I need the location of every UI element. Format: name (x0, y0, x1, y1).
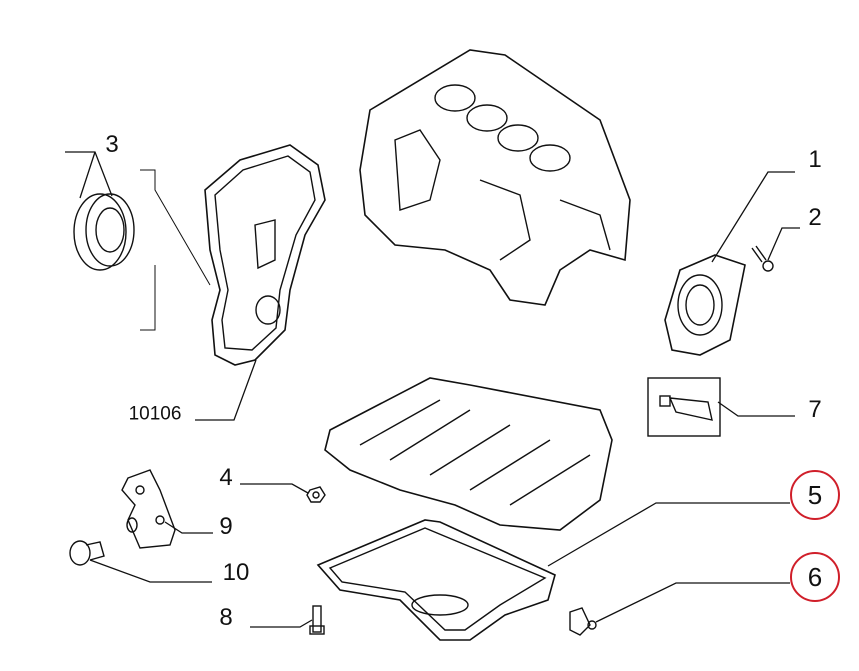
bolt-10 (69, 540, 105, 566)
part-label-8: 8 (219, 604, 233, 631)
part-callout-5[interactable]: 5 (790, 470, 840, 520)
engine-block (359, 49, 631, 306)
drain-plug-6 (569, 607, 597, 636)
part-label-1: 1 (808, 146, 822, 173)
part-label-7: 7 (808, 396, 822, 423)
part-label-10: 10 (222, 559, 250, 586)
timing-cover-gasket (204, 144, 326, 366)
oil-pan (316, 519, 556, 641)
leader-lines (65, 151, 800, 628)
rear-seal-carrier (664, 254, 746, 356)
sealant-tube (659, 395, 713, 421)
bracket-9 (121, 469, 176, 549)
crankshaft-seal-front (73, 193, 135, 271)
part-label-9: 9 (219, 513, 233, 540)
nut-4 (306, 486, 326, 503)
part-label-2: 2 (808, 204, 822, 231)
sealant-box (647, 377, 721, 437)
lower-crankcase (324, 377, 613, 531)
bolt-8 (309, 605, 325, 635)
part-label-3: 3 (105, 131, 119, 158)
part-label-10106: 10106 (128, 403, 182, 425)
part-label-4: 4 (219, 464, 233, 491)
bolt-2 (751, 245, 774, 272)
part-callout-6[interactable]: 6 (790, 552, 840, 602)
